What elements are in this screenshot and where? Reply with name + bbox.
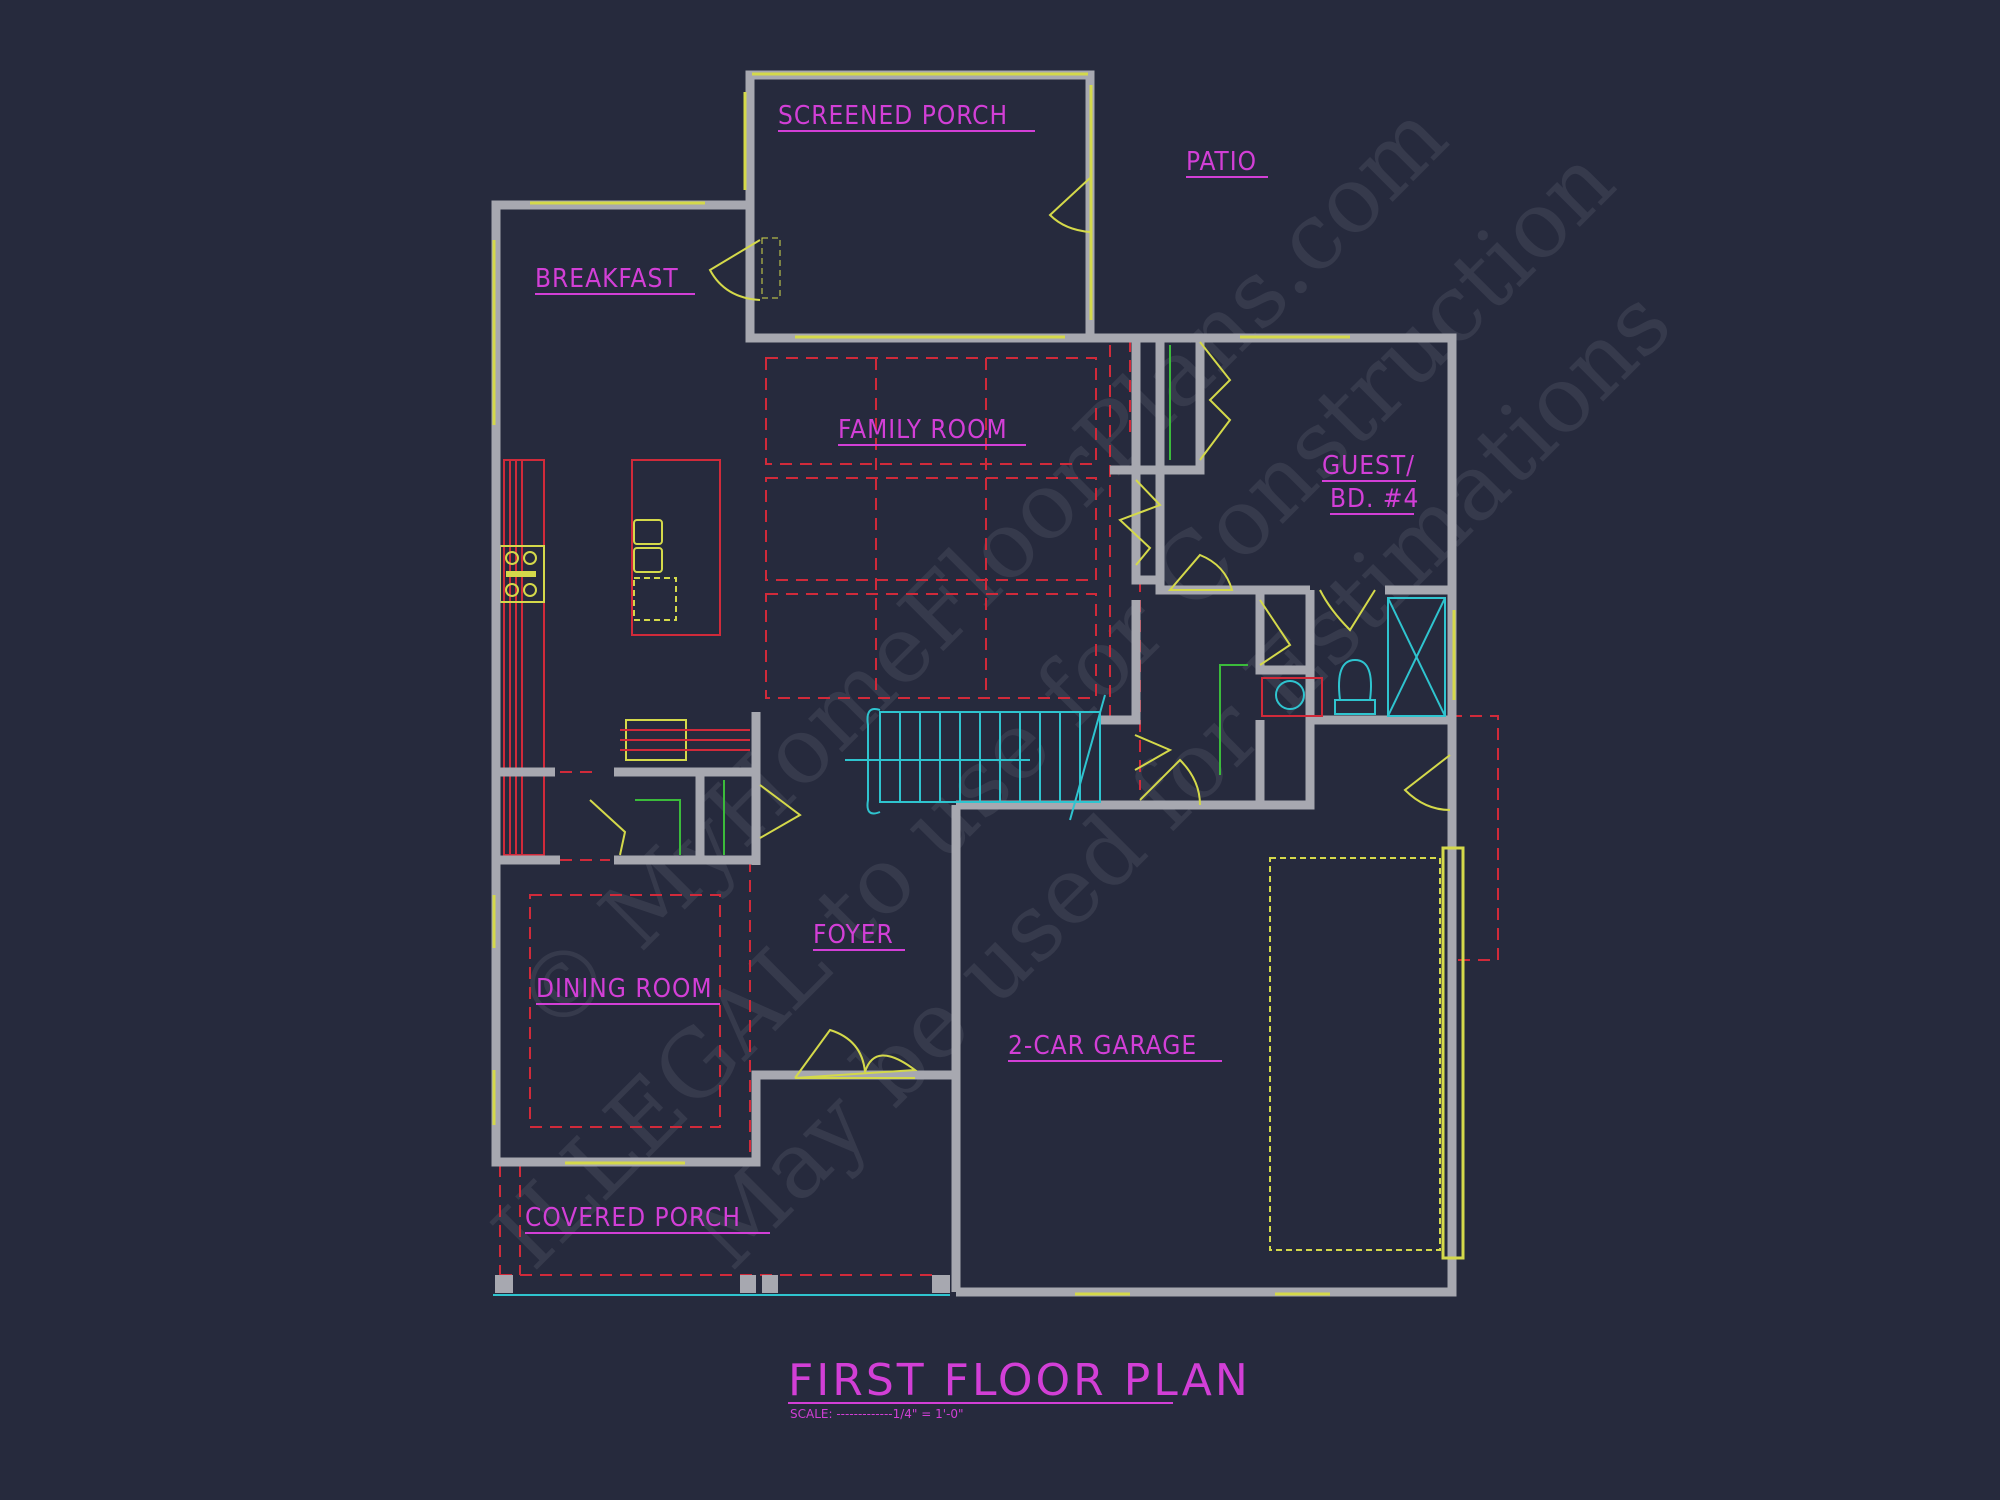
label-garage: 2-CAR GARAGE: [1008, 1031, 1197, 1061]
title-block: FIRST FLOOR PLAN SCALE: -------------1/4…: [788, 1355, 1251, 1421]
label-bedroom-4: BD. #4: [1330, 484, 1419, 514]
label-guest: GUEST/: [1322, 451, 1415, 481]
label-foyer: FOYER: [813, 920, 894, 950]
fixtures: [635, 345, 1446, 855]
stairs: [493, 694, 1106, 1296]
watermark: © MyHomeFloorPlans.com ILLEGAL to use fo…: [473, 83, 1691, 1289]
doors: [589, 177, 1451, 1251]
watermark-line-2: ILLEGAL to use for Construction: [473, 127, 1634, 1288]
label-family-room: FAMILY ROOM: [838, 415, 1008, 445]
plan-scale: SCALE: -------------1/4" = 1'-0": [790, 1407, 964, 1421]
label-dining-room: DINING ROOM: [536, 974, 713, 1004]
plan-title: FIRST FLOOR PLAN: [788, 1355, 1251, 1406]
label-screened-porch: SCREENED PORCH: [778, 101, 1008, 131]
windows: [492, 72, 1465, 1296]
label-patio: PATIO: [1186, 147, 1257, 177]
ceiling-dash-lines: [499, 340, 1499, 1276]
room-labels: SCREENED PORCH PATIO BREAKFAST FAMILY RO…: [525, 101, 1419, 1234]
label-breakfast: BREAKFAST: [535, 264, 679, 294]
label-covered-porch: COVERED PORCH: [525, 1203, 741, 1233]
